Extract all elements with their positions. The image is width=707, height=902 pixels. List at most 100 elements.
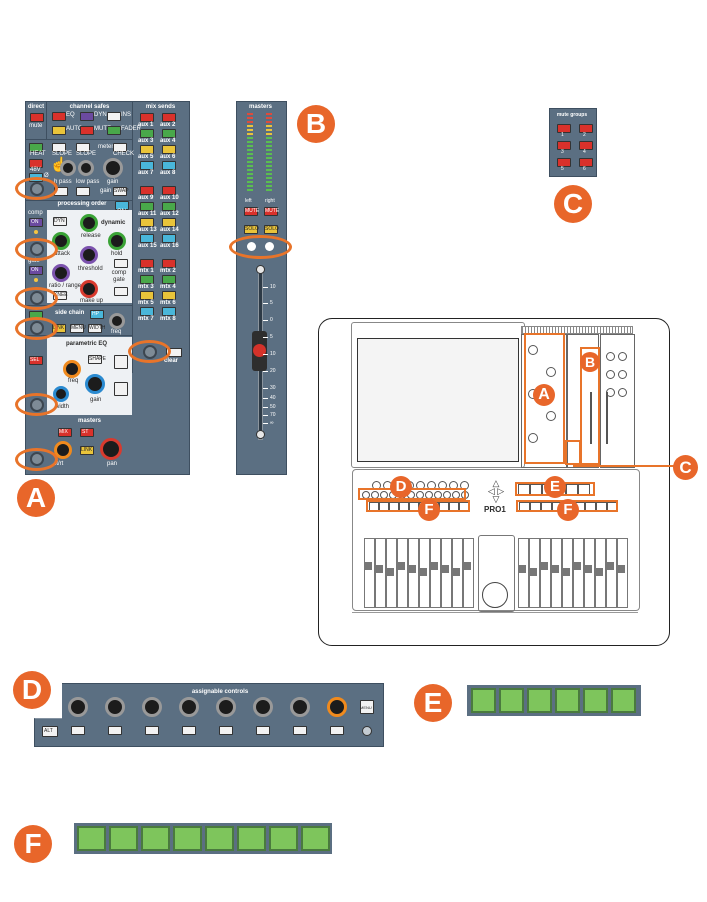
mix-send-button[interactable]	[140, 218, 154, 227]
check-button[interactable]	[113, 143, 127, 152]
master-select-left-button[interactable]	[247, 242, 256, 251]
assignable-knob[interactable]	[253, 697, 273, 717]
safe-fader-button[interactable]	[107, 126, 121, 135]
mute-group-button[interactable]	[579, 158, 593, 167]
assignable-button[interactable]	[71, 726, 85, 735]
threshold-knob[interactable]	[80, 246, 98, 264]
e-green-key[interactable]	[499, 688, 524, 713]
mix-send-button[interactable]	[140, 307, 154, 316]
mix-send-button[interactable]	[162, 259, 176, 268]
menu-button[interactable]	[70, 324, 84, 333]
mix-send-button[interactable]	[162, 186, 176, 195]
make-up-knob[interactable]	[80, 280, 98, 298]
assignable-knob[interactable]	[105, 697, 125, 717]
eq-down-button[interactable]	[114, 382, 128, 396]
e-green-key[interactable]	[583, 688, 608, 713]
assignable-button[interactable]	[182, 726, 196, 735]
eq-sel-button[interactable]	[29, 356, 43, 365]
safe-eq-button[interactable]	[52, 112, 66, 121]
side-chain-on-button[interactable]	[90, 310, 104, 319]
alt-button[interactable]	[42, 726, 58, 737]
release-knob[interactable]	[80, 214, 98, 232]
f-green-key[interactable]	[237, 826, 266, 851]
comp-gate-up-button[interactable]	[114, 259, 128, 268]
strip-st-button[interactable]	[80, 428, 94, 437]
mute-group-button[interactable]	[579, 141, 593, 150]
mix-send-button[interactable]	[162, 291, 176, 300]
ratio-range-knob[interactable]	[52, 264, 70, 282]
shape-button[interactable]	[88, 355, 102, 364]
mix-send-button[interactable]	[162, 202, 176, 211]
mix-send-button[interactable]	[162, 275, 176, 284]
master-select-right-button[interactable]	[265, 242, 274, 251]
assign-menu-button[interactable]	[360, 700, 374, 714]
mix-send-button[interactable]	[162, 113, 176, 122]
assignable-knob[interactable]	[142, 697, 162, 717]
gain-knob[interactable]	[103, 158, 123, 178]
mix-send-button[interactable]	[140, 113, 154, 122]
dyn-button[interactable]	[53, 217, 67, 226]
f-green-key[interactable]	[205, 826, 234, 851]
mix-send-button[interactable]	[140, 129, 154, 138]
strip-left-knob[interactable]	[54, 441, 72, 459]
f-green-key[interactable]	[173, 826, 202, 851]
heat-button[interactable]	[29, 143, 43, 152]
e-green-key[interactable]	[611, 688, 636, 713]
mix-send-button[interactable]	[140, 186, 154, 195]
f-green-key[interactable]	[77, 826, 106, 851]
assignable-button[interactable]	[145, 726, 159, 735]
mix-send-button[interactable]	[162, 161, 176, 170]
lpf-small-button[interactable]	[76, 187, 90, 196]
mix-send-button[interactable]	[140, 145, 154, 154]
mute-group-button[interactable]	[557, 141, 571, 150]
mix-send-button[interactable]	[140, 234, 154, 243]
safe-ins-button[interactable]	[107, 112, 121, 121]
safe-dyn-button[interactable]	[80, 112, 94, 121]
pan-knob[interactable]	[100, 438, 122, 460]
mix-send-button[interactable]	[162, 218, 176, 227]
comp-on-button[interactable]	[29, 218, 43, 227]
width-button[interactable]	[88, 324, 102, 333]
phantom-48v-button[interactable]	[29, 159, 43, 168]
lpf-knob[interactable]	[78, 160, 94, 176]
assignable-knob[interactable]	[290, 697, 310, 717]
hold-knob[interactable]	[108, 232, 126, 250]
assignable-button[interactable]	[330, 726, 344, 735]
f-green-key[interactable]	[141, 826, 170, 851]
lpf-slope-button[interactable]	[76, 143, 90, 152]
master-solo-left-button[interactable]	[244, 225, 258, 234]
mix-send-button[interactable]	[162, 234, 176, 243]
mix-send-button[interactable]	[140, 291, 154, 300]
f-green-key[interactable]	[109, 826, 138, 851]
e-green-key[interactable]	[527, 688, 552, 713]
side-chain-freq-knob[interactable]	[109, 313, 125, 329]
master-mute-left-button[interactable]	[244, 207, 258, 216]
eq-gain-knob[interactable]	[85, 374, 105, 394]
hpf-knob[interactable]	[60, 160, 76, 176]
assignable-knob[interactable]	[216, 697, 236, 717]
assignable-button[interactable]	[256, 726, 270, 735]
comp-gate-down-button[interactable]	[114, 287, 128, 296]
assignable-knob[interactable]	[327, 697, 347, 717]
swap-button[interactable]	[113, 187, 127, 196]
assign-round-button[interactable]	[362, 726, 372, 736]
hpf-slope-button[interactable]	[52, 143, 66, 152]
mix-send-button[interactable]	[140, 259, 154, 268]
f-green-key[interactable]	[301, 826, 330, 851]
safe-mute-button[interactable]	[80, 126, 94, 135]
mute-group-button[interactable]	[557, 158, 571, 167]
gate-on-button[interactable]	[29, 266, 43, 275]
mix-send-button[interactable]	[162, 145, 176, 154]
assignable-knob[interactable]	[68, 697, 88, 717]
mix-send-button[interactable]	[162, 307, 176, 316]
strip-mix-button[interactable]	[58, 428, 72, 437]
e-green-key[interactable]	[471, 688, 496, 713]
f-green-key[interactable]	[269, 826, 298, 851]
assignable-knob[interactable]	[179, 697, 199, 717]
assignable-button[interactable]	[108, 726, 122, 735]
direct-button[interactable]	[30, 113, 44, 122]
processing-order-button[interactable]	[115, 201, 129, 210]
e-green-key[interactable]	[555, 688, 580, 713]
strip-link-button[interactable]	[80, 446, 94, 455]
mix-send-button[interactable]	[162, 129, 176, 138]
